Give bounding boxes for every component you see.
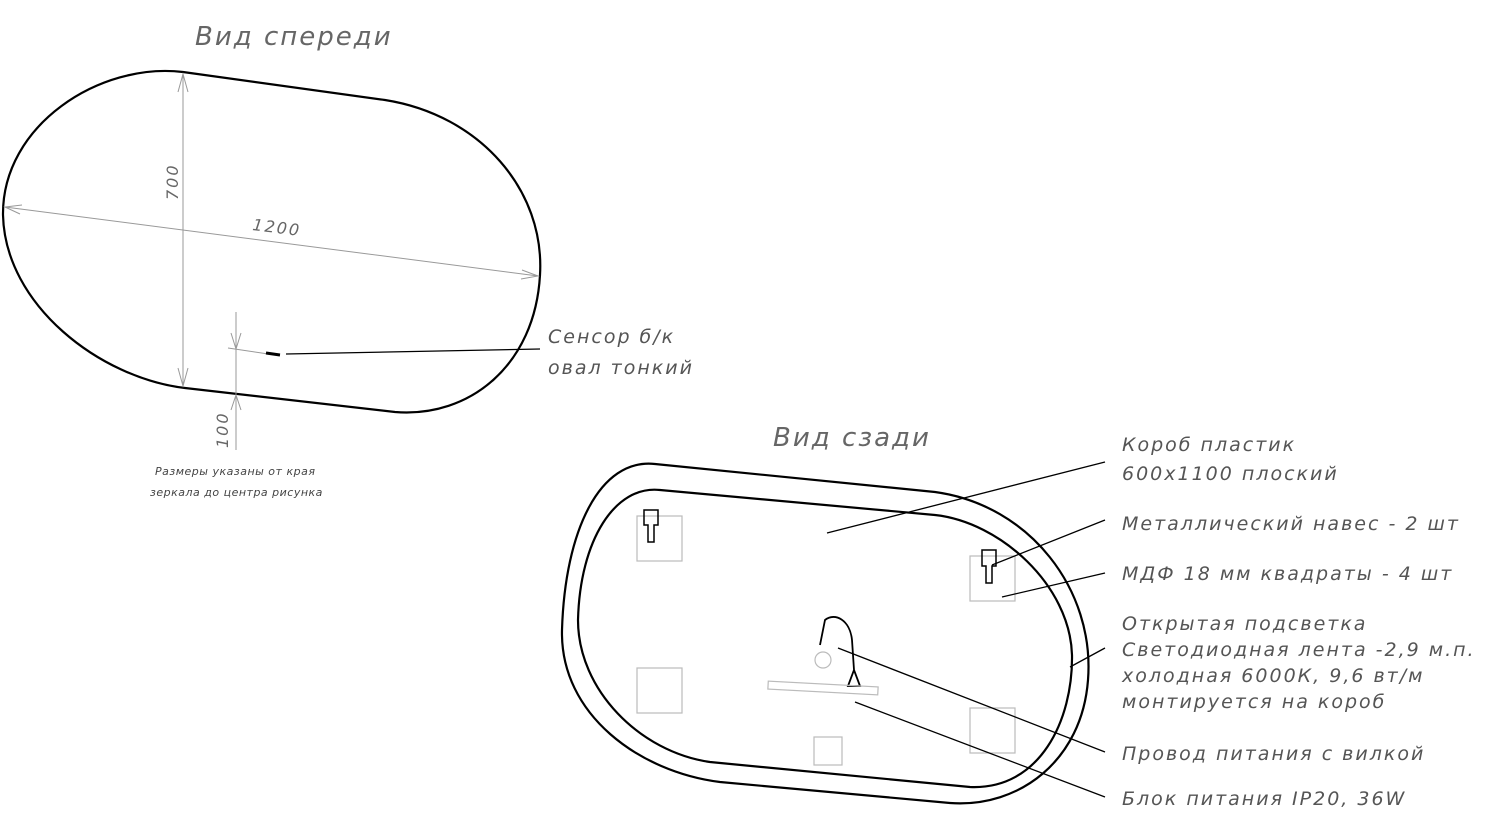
sensor-box-back [813, 736, 843, 766]
sensor-mark [265, 351, 281, 357]
callout-led-line4: монтируется на короб [1122, 691, 1386, 713]
note-line1: Размеры указаны от края [155, 465, 315, 478]
leader-psu [854, 701, 1106, 798]
width-dimension-value: 1200 [252, 215, 303, 240]
callout-box-line1: Короб пластик [1122, 434, 1296, 456]
sensor-offset-arrows [230, 332, 242, 411]
leader-box [826, 461, 1106, 534]
mdf-square-2 [969, 555, 1016, 602]
callout-led-line3: холодная 6000К, 9,6 вт/м [1121, 665, 1425, 687]
leader-cable [837, 647, 1106, 753]
callout-box-line2: 600x1100 плоский [1122, 463, 1339, 485]
front-view-title: Вид спереди [195, 22, 393, 52]
back-mirror-outline [560, 462, 1090, 805]
callout-led-line1: Открытая подсветка [1122, 613, 1367, 635]
callout-led-line2: Светодиодная лента -2,9 м.п. [1122, 639, 1476, 661]
note-line2: зеркала до центра рисунка [150, 486, 323, 499]
sensor-offset-value: 100 [213, 411, 232, 448]
height-dimension-arrows [177, 72, 189, 388]
width-dimension-line [4, 206, 539, 277]
leader-mdf [1001, 572, 1106, 598]
leader-led [1069, 647, 1106, 668]
width-dimension-arrows [3, 204, 540, 280]
mdf-square-1 [636, 515, 683, 562]
power-supply-unit [767, 680, 879, 696]
power-cable-icon [819, 616, 862, 687]
sensor-label-line2: овал тонкий [548, 357, 694, 379]
back-view-title: Вид сзади [773, 423, 931, 453]
mdf-square-3 [636, 667, 683, 714]
leader-hanger [991, 519, 1106, 566]
callout-mdf: МДФ 18 мм квадраты - 4 шт [1122, 563, 1453, 585]
metal-hanger-2 [981, 549, 997, 584]
height-dimension-value: 700 [163, 163, 182, 200]
callout-cable: Провод питания с вилкой [1122, 743, 1425, 765]
metal-hanger-1 [643, 509, 659, 543]
front-mirror-outline [1, 69, 542, 414]
sensor-leader-line [285, 348, 541, 355]
cable-plug-icon [814, 651, 832, 669]
callout-psu: Блок питания IP20, 36W [1122, 788, 1406, 810]
plastic-box-outline [576, 488, 1074, 789]
sensor-label-line1: Сенсор б/к [548, 326, 675, 348]
callout-hanger: Металлический навес - 2 шт [1122, 513, 1460, 535]
